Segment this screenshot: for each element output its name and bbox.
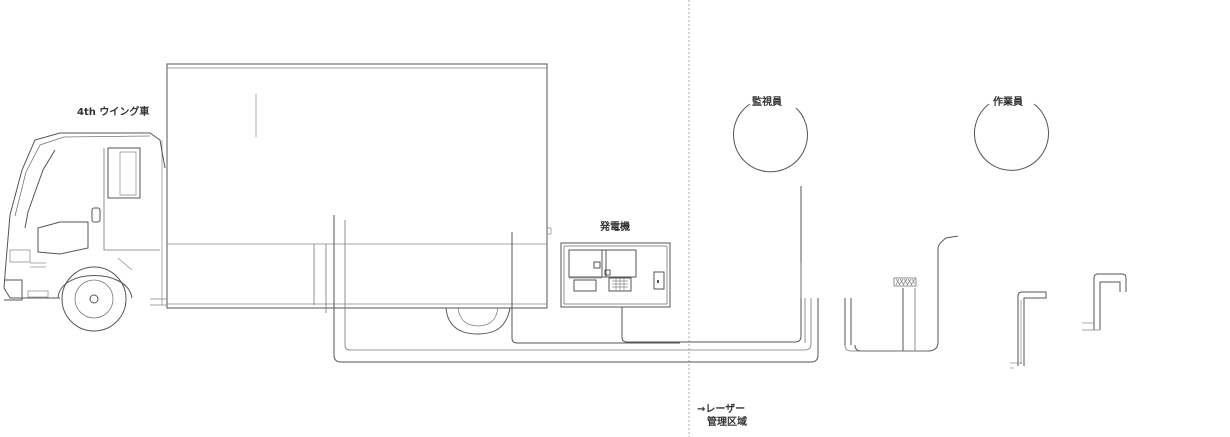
stand-left xyxy=(1010,291,1047,369)
laser-area-label-line2: 管理区域 xyxy=(707,417,747,428)
worker-person xyxy=(974,103,1049,171)
front-wheel xyxy=(61,266,127,332)
wing-truck xyxy=(3,63,552,335)
junction-box xyxy=(893,277,917,287)
monitor-person xyxy=(733,103,808,173)
laser-area-label-line1: →レーザー xyxy=(697,404,746,415)
truck-cab xyxy=(3,132,166,301)
generator-label: 発電機 xyxy=(600,222,630,233)
rear-wheel xyxy=(445,307,511,335)
truck-label: 4th ウイング車 xyxy=(77,107,150,118)
stand-right xyxy=(1082,273,1127,331)
cable-runs xyxy=(333,186,959,363)
truck-cargo-box xyxy=(166,63,548,309)
worker-label: 作業員 xyxy=(993,97,1023,108)
generator-unit xyxy=(560,242,671,308)
generator-body xyxy=(560,242,671,308)
monitor-label: 監視員 xyxy=(752,97,782,108)
